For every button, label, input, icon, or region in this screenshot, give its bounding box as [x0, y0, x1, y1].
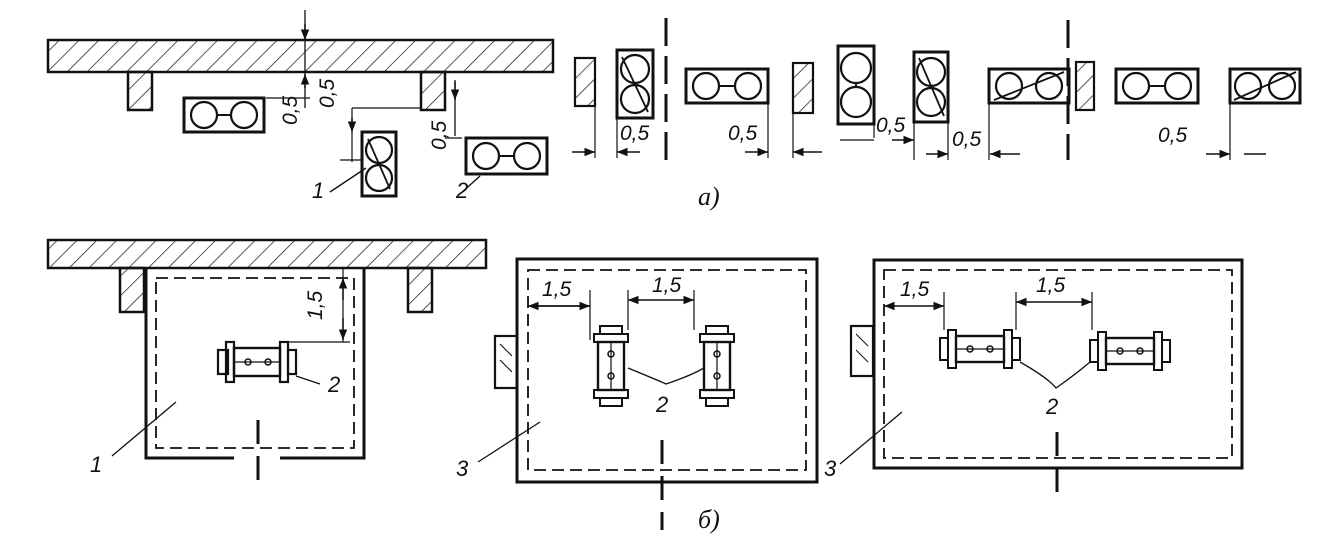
dim-label-b3: 1,5 — [652, 274, 682, 297]
lamp-fixture-b1 — [216, 340, 298, 384]
post-a-right — [419, 70, 447, 112]
caption-a: a) — [698, 182, 720, 211]
label-2-b1: 2 — [327, 372, 340, 397]
label-3-b2: 3 — [824, 456, 837, 481]
wall-slab-b — [46, 238, 488, 270]
lamp-fixture-b4 — [939, 329, 1021, 369]
lamp-fixture-b5 — [1089, 331, 1171, 371]
label-2-b2: 2 — [655, 392, 668, 417]
dim-label-a5: 0,5 — [728, 122, 758, 145]
label-3-b1: 3 — [456, 456, 469, 481]
label-1-b: 1 — [90, 452, 102, 477]
label-2-a: 2 — [455, 178, 468, 203]
lamp-vertical-a2 — [615, 48, 655, 120]
label-2-b3: 2 — [1045, 394, 1058, 419]
lamp-horizontal-a1 — [182, 96, 266, 134]
dim-label-b5: 1,5 — [1036, 274, 1066, 297]
dim-label-b2: 1,5 — [542, 278, 572, 301]
lamp-horizontal-a2 — [464, 136, 549, 176]
dim-label-b4: 1,5 — [900, 278, 930, 301]
post-b-box2 — [493, 334, 519, 390]
dim-label-a3: 0,5 — [428, 120, 451, 150]
figure-b: 1,5 2 1 1,5 — [46, 238, 1244, 534]
lamp-horizontal-a4 — [987, 67, 1071, 105]
lamp-fixture-b3 — [699, 325, 735, 407]
dim-label-a7: 0,5 — [952, 128, 982, 151]
enclosure-b1 — [144, 268, 366, 460]
dim-label-a1: 0,5 — [279, 95, 302, 125]
dim-label-a6: 0,5 — [876, 114, 906, 137]
post-b-left — [118, 266, 146, 314]
dim-label-a8: 0,5 — [1158, 124, 1188, 147]
wall-slab-a — [46, 38, 555, 74]
figure-a: 0,5 0,5 1 0,5 2 — [46, 10, 1302, 211]
lamp-horizontal-a5 — [1114, 67, 1200, 105]
dim-label-a2: 0,5 — [316, 78, 339, 108]
lamp-horizontal-a6 — [1228, 67, 1302, 105]
dim-label-b1: 1,5 — [304, 290, 327, 320]
post-a-left — [126, 70, 154, 112]
lamp-vertical-a3 — [836, 44, 876, 126]
dim-label-a4: 0,5 — [620, 122, 650, 145]
lamp-fixture-b2 — [593, 325, 629, 407]
lamp-horizontal-a3 — [684, 67, 770, 105]
post-a-plan-1 — [573, 56, 597, 108]
post-b-box3 — [849, 324, 875, 378]
lamp-vertical-a1 — [360, 130, 398, 198]
post-b-right — [406, 266, 434, 314]
lamp-vertical-a4 — [912, 50, 950, 124]
label-1-a: 1 — [312, 178, 324, 203]
post-a-plan-3 — [1074, 60, 1096, 112]
caption-b: б) — [698, 505, 720, 534]
post-a-plan-2 — [791, 61, 815, 115]
